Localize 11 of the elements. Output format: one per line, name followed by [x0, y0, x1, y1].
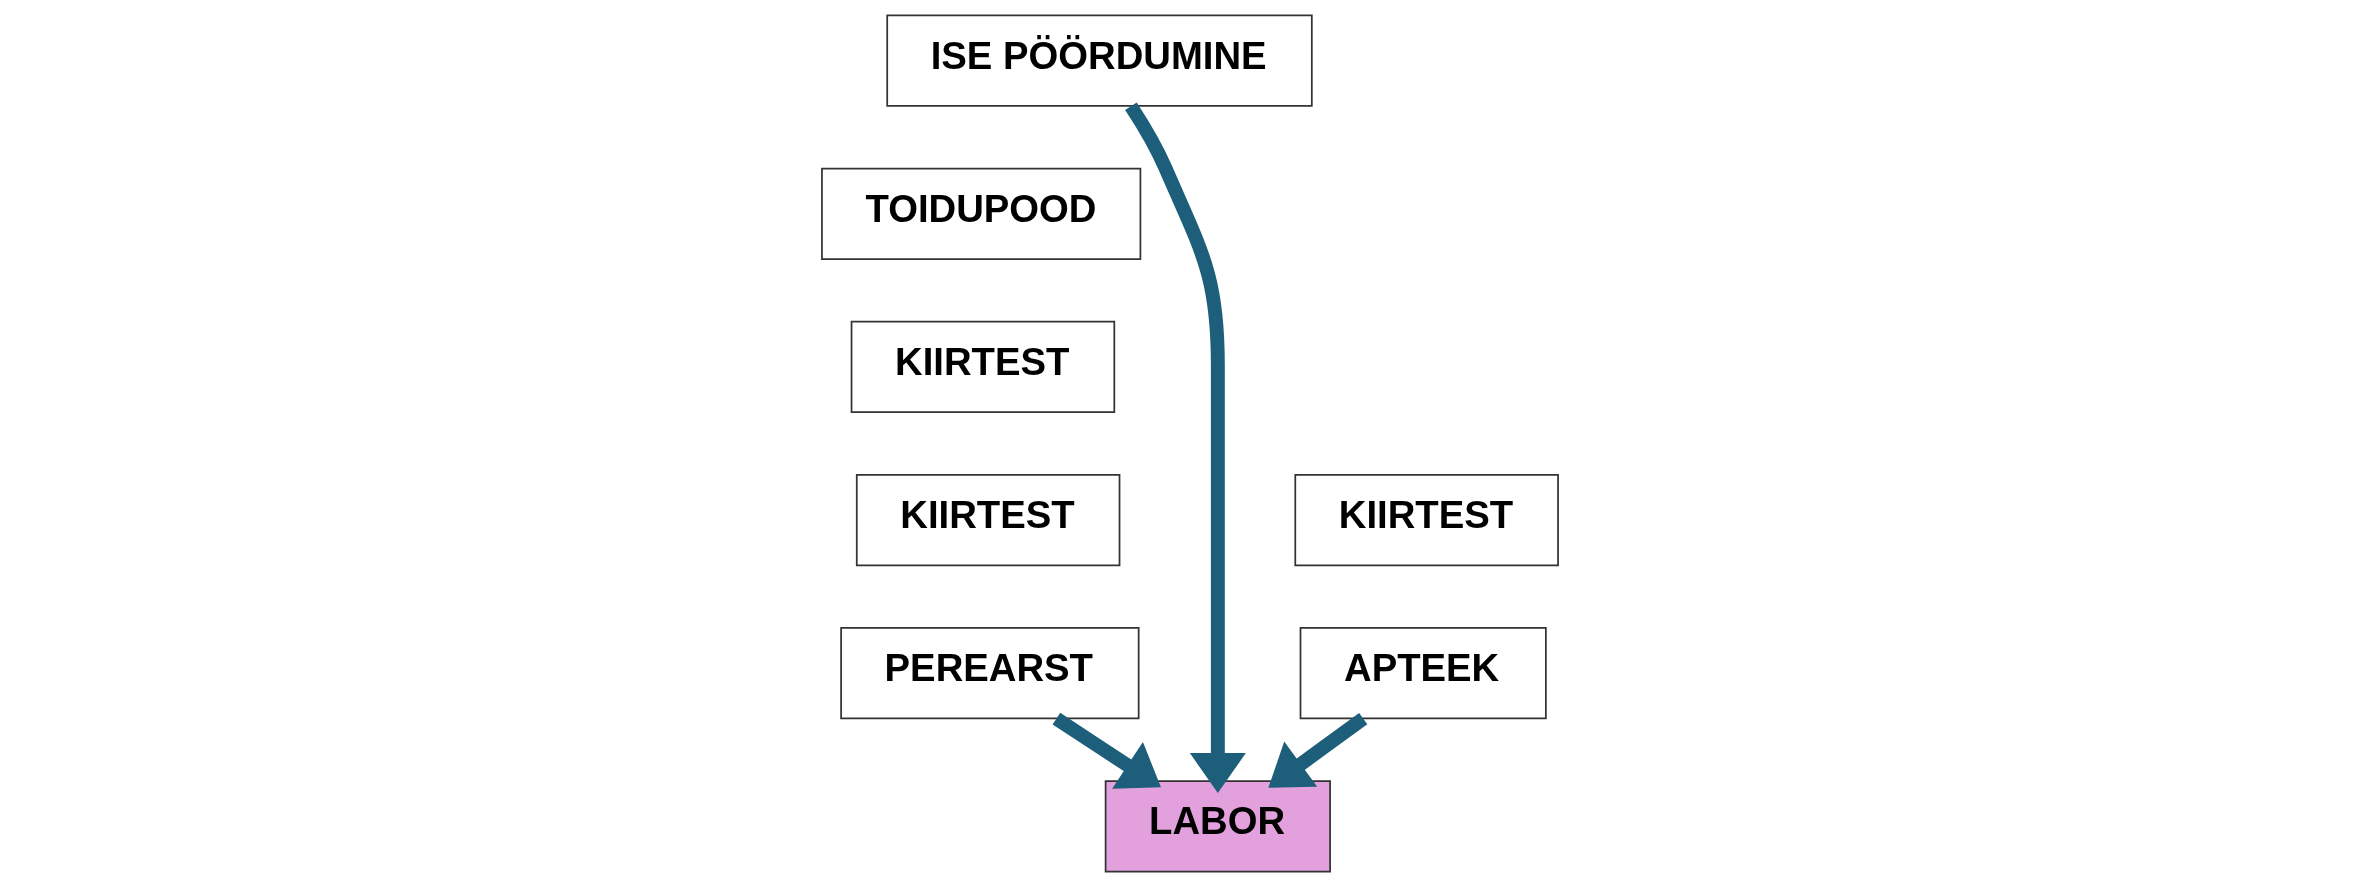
node-box: LABOR: [1104, 780, 1331, 873]
node-box: KIIRTEST: [850, 320, 1116, 414]
node-box: KIIRTEST: [1294, 473, 1559, 567]
node-box: ISE PÖÖRDUMINE: [886, 14, 1313, 107]
node-box: TOIDUPOOD: [821, 167, 1142, 260]
arrow: [1052, 712, 1161, 789]
node-box: APTEEK: [1299, 627, 1547, 720]
node-box: KIIRTEST: [855, 473, 1121, 567]
arrow: [1268, 713, 1368, 788]
arrow: [1125, 102, 1246, 794]
node-box: PEREARST: [840, 627, 1140, 720]
